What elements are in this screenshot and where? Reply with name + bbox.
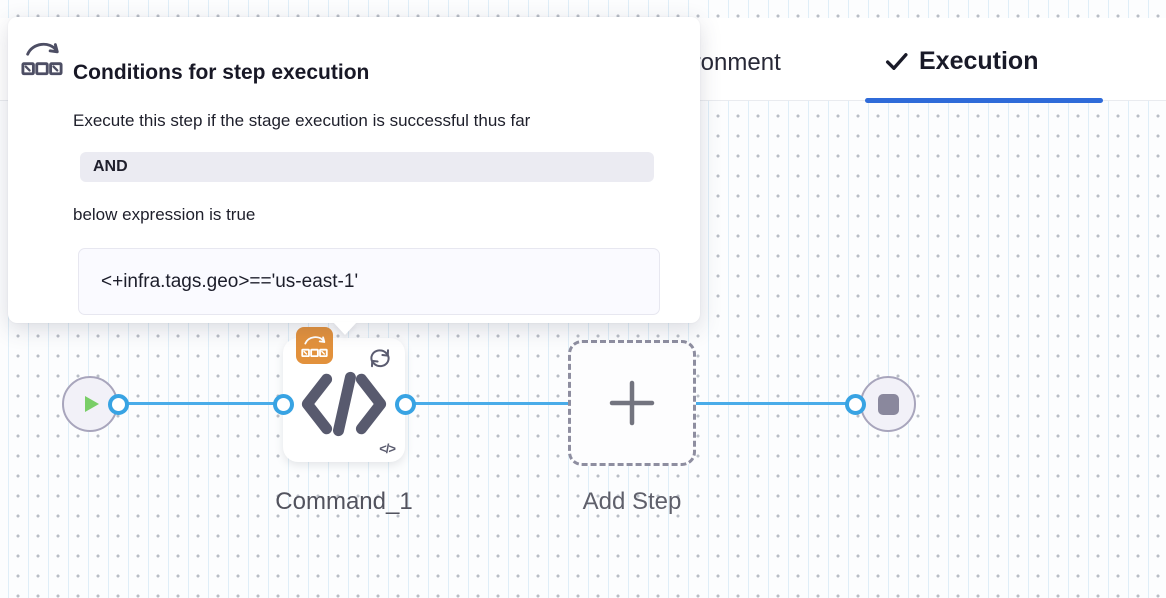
expression-text: <+infra.tags.geo>=='us-east-1'	[101, 270, 359, 292]
step-type-code-icon: </>	[379, 441, 396, 456]
connector-line	[118, 402, 283, 405]
plus-icon	[608, 379, 656, 427]
tab-execution[interactable]: Execution	[884, 47, 1038, 76]
connector-port[interactable]	[273, 394, 294, 415]
play-icon	[81, 392, 103, 416]
connector-line	[696, 402, 855, 405]
connector-port[interactable]	[845, 394, 866, 415]
connector-port[interactable]	[108, 394, 129, 415]
step-condition-popover: Conditions for step execution Execute th…	[8, 17, 700, 335]
pipeline-end-node[interactable]	[860, 376, 916, 432]
stop-square-icon	[877, 393, 899, 415]
check-icon	[884, 49, 909, 74]
operator-label: AND	[93, 158, 128, 175]
step-name-label: Command_1	[275, 488, 413, 515]
connector-line	[405, 402, 568, 405]
popover-title: Conditions for step execution	[73, 61, 370, 84]
add-step-label: Add Step	[582, 488, 682, 515]
tab-execution-label: Execution	[919, 47, 1039, 75]
active-tab-underline	[865, 98, 1103, 103]
popover-description: Execute this step if the stage execution…	[73, 111, 531, 130]
conditional-execution-badge[interactable]	[296, 327, 333, 364]
code-icon	[298, 371, 390, 442]
conditional-execution-icon	[21, 39, 63, 82]
expression-box: <+infra.tags.geo>=='us-east-1'	[78, 248, 660, 315]
condition-intro-text: below expression is true	[73, 205, 256, 224]
connector-port[interactable]	[395, 394, 416, 415]
popover-tail	[333, 322, 357, 335]
looping-strategy-icon	[367, 346, 393, 375]
operator-badge: AND	[80, 152, 654, 182]
conditional-execution-icon	[301, 335, 328, 357]
add-step-button[interactable]	[568, 340, 696, 466]
